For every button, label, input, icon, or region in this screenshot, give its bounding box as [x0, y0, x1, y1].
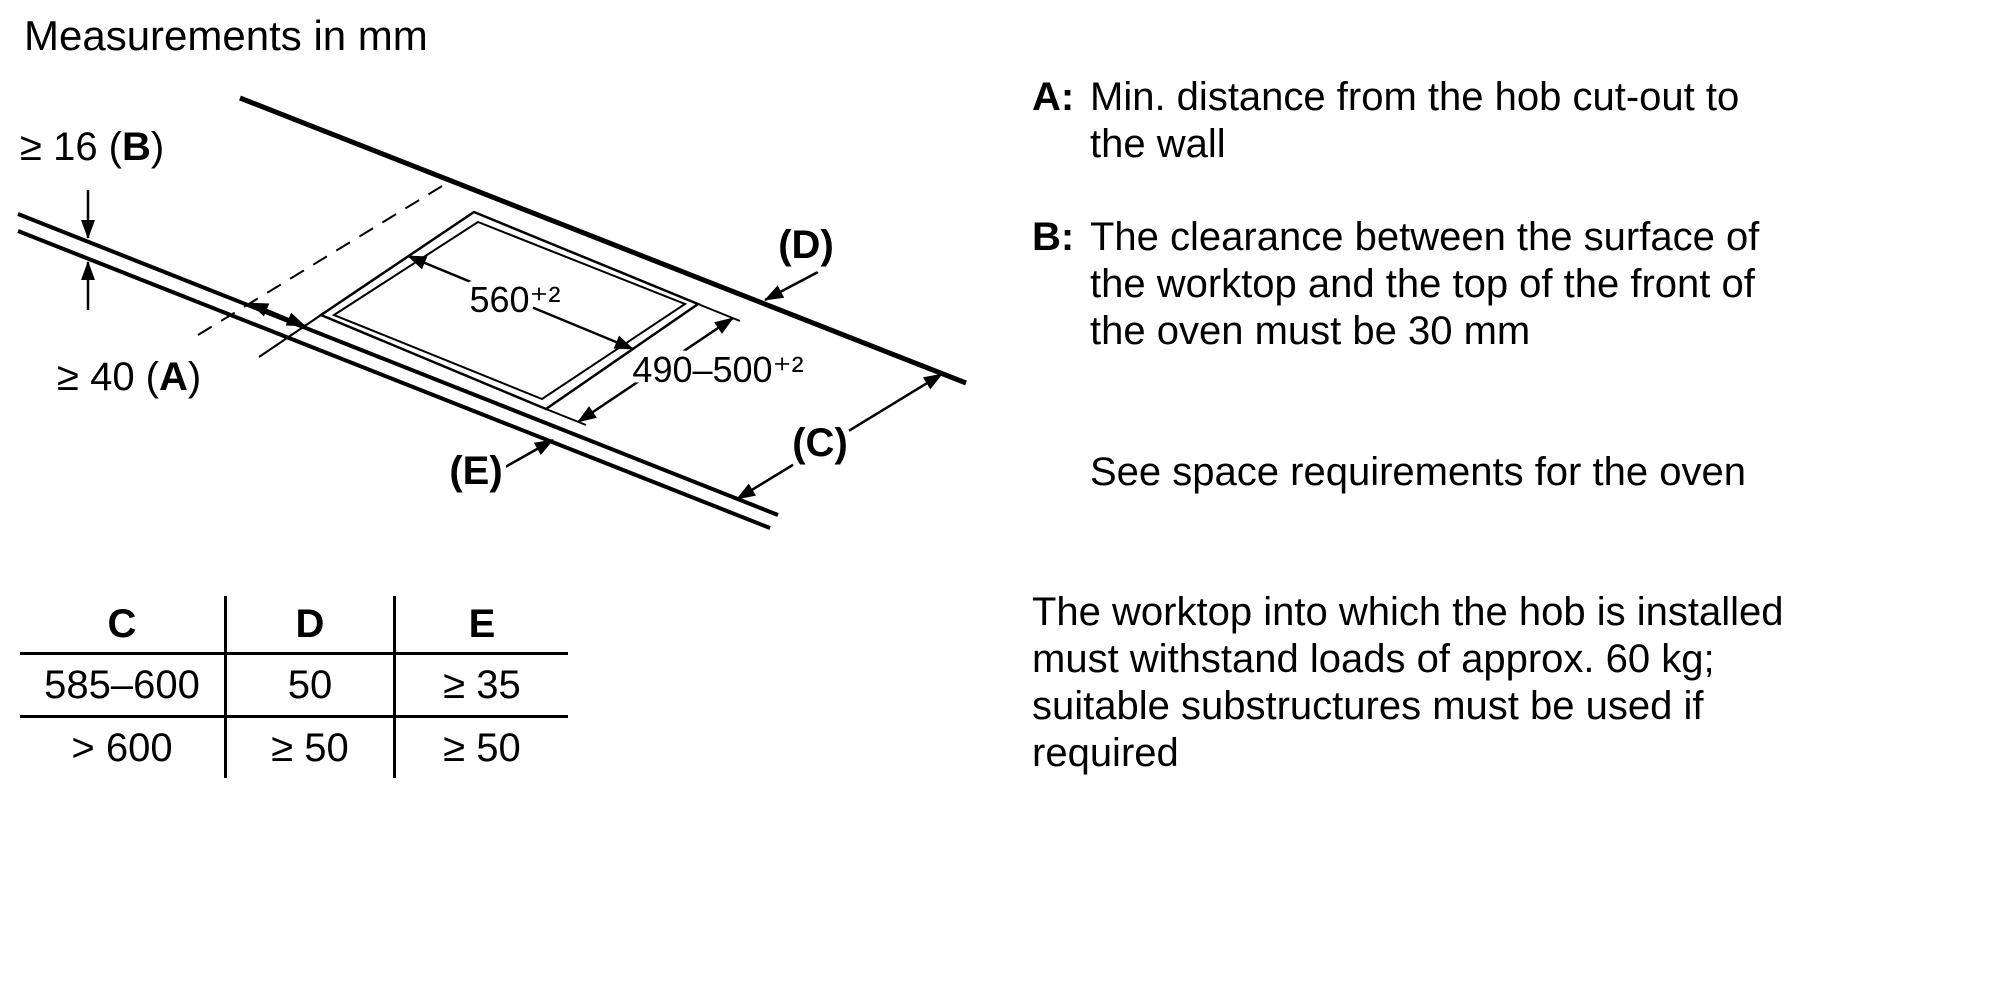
thickness-dim-label: ≥ 16 (B) [20, 125, 164, 169]
depth-ext-tick-right [697, 303, 741, 322]
legend-note: See space requirements for the oven [1090, 450, 1746, 494]
spec-table-header-e: E [394, 596, 568, 655]
worktop-front-edge-top [17, 212, 779, 517]
worktop-depth-arrow [736, 372, 943, 501]
worktop-back-edge [239, 95, 967, 386]
spec-table-header-c: C [20, 596, 227, 655]
page-title: Measurements in mm [24, 12, 428, 59]
table-cell: > 600 [20, 716, 227, 778]
legend-text-b: The clearance between the surface of the… [1090, 215, 1760, 353]
cutout-extension-line [258, 314, 322, 358]
hob-cutout-inner [331, 220, 688, 401]
installation-diagram: ≥ 16 (B) ≥ 40 (A) 560⁺² 490–500⁺² (D) (C… [17, 95, 967, 530]
spec-table: C D E 585–600 50 ≥ 35 > 600 ≥ 50 ≥ 50 [20, 596, 568, 778]
d-label: (D) [778, 223, 834, 267]
cutout-depth-arrow [577, 316, 734, 424]
label-e-arrow [499, 438, 554, 472]
spec-table-header-d: D [225, 596, 396, 655]
legend-label-a: A: [1032, 75, 1075, 119]
table-cell: 50 [225, 653, 396, 718]
table-row: > 600 ≥ 50 ≥ 50 [20, 716, 568, 778]
table-cell: ≥ 35 [394, 653, 568, 718]
table-cell: ≥ 50 [225, 716, 396, 778]
legend-text-a: Min. distance from the hob cut-out to th… [1090, 75, 1740, 166]
e-label: (E) [449, 449, 502, 493]
legend-label-b: B: [1032, 215, 1075, 259]
table-cell: ≥ 50 [443, 725, 521, 770]
cutout-depth-label: 490–500⁺² [632, 349, 803, 390]
cutout-width-label: 560⁺² [469, 279, 560, 320]
legend-item-a: A: Min. distance from the hob cut-out to… [1032, 74, 1942, 168]
c-label: (C) [792, 421, 848, 465]
table-cell: 585–600 [20, 653, 227, 718]
worktop-front-edge-bottom [17, 229, 771, 530]
legend-paragraph: The worktop into which the hob is instal… [1032, 590, 1784, 775]
table-row: 585–600 50 ≥ 35 [20, 653, 568, 718]
spec-table-header-row: C D E [20, 596, 568, 655]
legend-item-b: B: The clearance between the surface of … [1032, 214, 1942, 355]
wall-dim-label: ≥ 40 (A) [57, 355, 201, 399]
depth-ext-tick-bottom [545, 408, 587, 426]
label-d-arrow [764, 270, 819, 302]
wall-dashed-line [197, 179, 453, 336]
wall-distance-arrow [249, 301, 306, 328]
legend: A: Min. distance from the hob cut-out to… [1032, 74, 1942, 777]
